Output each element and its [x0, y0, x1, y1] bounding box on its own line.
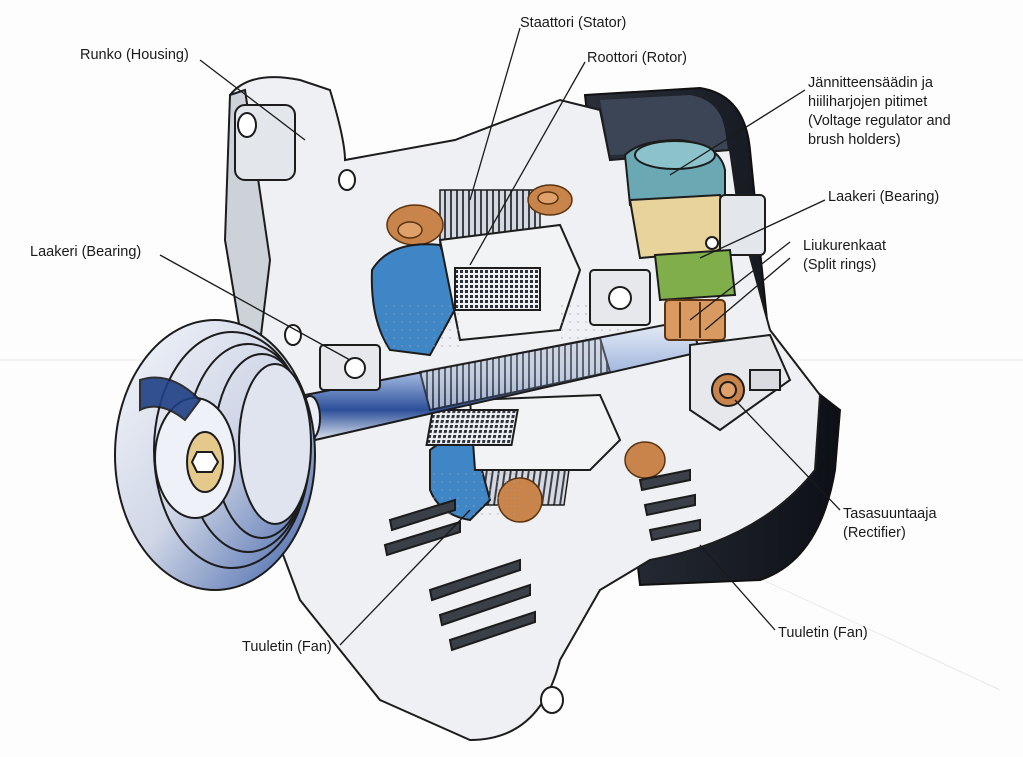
label-voltage-regulator-line-4: brush holders) [808, 132, 901, 148]
label-split-rings-line-1: Liukurenkaat [803, 238, 887, 254]
split-rings [664, 299, 726, 341]
label-rectifier-line-2: (Rectifier) [843, 525, 906, 541]
fan-front [383, 498, 536, 652]
label-fan-left: Tuuletin (Fan) [242, 639, 332, 655]
fan-rear [638, 468, 701, 542]
label-bearing-right: Laakeri (Bearing) [828, 189, 940, 205]
label-voltage-regulator: Jännitteensäädin ja hiiliharjojen pitime… [808, 74, 951, 150]
label-split-rings: Liukurenkaat (Split rings) [803, 237, 886, 275]
label-fan-right: Tuuletin (Fan) [778, 625, 868, 641]
label-bearing-left: Laakeri (Bearing) [30, 244, 142, 260]
label-voltage-regulator-line-3: (Voltage regulator and [808, 113, 951, 129]
bearing-rear [589, 269, 651, 326]
label-rectifier: Tasasuuntaaja (Rectifier) [843, 505, 937, 543]
label-voltage-regulator-line-2: hiiliharjojen pitimet [808, 94, 928, 110]
rectifier [689, 333, 792, 432]
label-split-rings-line-2: (Split rings) [803, 257, 877, 273]
leader-lines [159, 27, 841, 646]
label-voltage-regulator-line-1: Jännitteensäädin ja [808, 75, 933, 91]
label-rotor: Roottori (Rotor) [587, 50, 687, 66]
label-housing: Runko (Housing) [80, 47, 189, 63]
label-stator: Staattori (Stator) [520, 15, 627, 31]
label-rectifier-line-1: Tasasuuntaaja [843, 506, 937, 522]
pulley [114, 319, 316, 591]
bearing-front [319, 344, 381, 391]
